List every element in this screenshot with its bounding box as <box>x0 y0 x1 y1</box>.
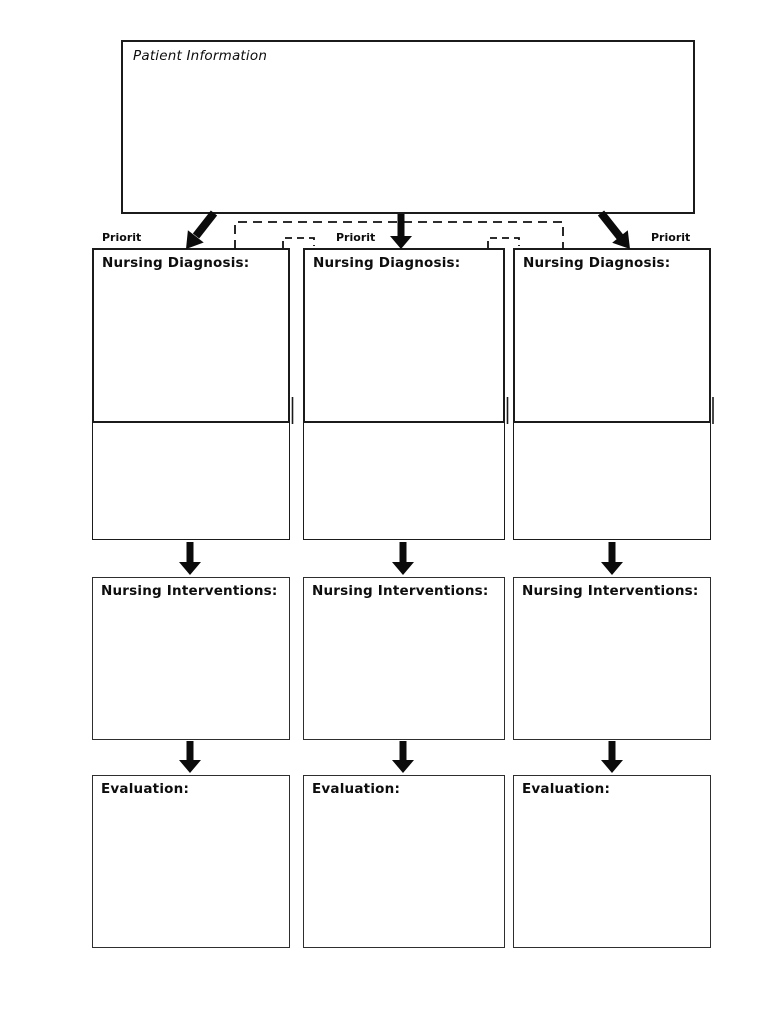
diagnosis-detail-box-1 <box>92 422 290 540</box>
nursing-interventions-label-1: Nursing Interventions: <box>101 583 278 599</box>
nursing-diagnosis-box-1: Nursing Diagnosis: <box>92 248 290 423</box>
arrow-patient-to-diagnosis-1 <box>186 210 218 249</box>
dashed-staple-1-icon <box>282 237 315 248</box>
arrow-interventions-to-evaluation-1 <box>179 741 201 773</box>
nursing-diagnosis-label-1: Nursing Diagnosis: <box>102 255 250 271</box>
evaluation-label-1: Evaluation: <box>101 781 190 797</box>
diagnosis-detail-box-3 <box>513 422 711 540</box>
nursing-diagnosis-box-3: Nursing Diagnosis: <box>513 248 711 423</box>
nursing-diagnosis-box-2: Nursing Diagnosis: <box>303 248 505 423</box>
nursing-interventions-box-3: Nursing Interventions: <box>513 577 711 740</box>
nursing-diagnosis-label-3: Nursing Diagnosis: <box>523 255 671 271</box>
patient-information-label: Patient Information <box>133 48 268 64</box>
dashed-connector-frame <box>234 221 564 249</box>
nursing-interventions-label-3: Nursing Interventions: <box>522 583 699 599</box>
evaluation-box-1: Evaluation: <box>92 775 290 948</box>
evaluation-label-3: Evaluation: <box>522 781 611 797</box>
diagnosis-detail-box-2 <box>303 422 505 540</box>
priority-label-1: Priorit <box>102 231 142 244</box>
patient-information-box: Patient Information <box>121 40 695 214</box>
priority-label-2: Priorit <box>336 231 376 244</box>
arrow-diagnosis-to-interventions-1 <box>179 542 201 575</box>
arrow-patient-to-diagnosis-2 <box>390 214 412 249</box>
arrow-diagnosis-to-interventions-2 <box>392 542 414 575</box>
dashed-staple-2-icon <box>487 237 520 248</box>
nursing-diagnosis-label-2: Nursing Diagnosis: <box>313 255 461 271</box>
nursing-interventions-box-2: Nursing Interventions: <box>303 577 505 740</box>
arrow-diagnosis-to-interventions-3 <box>601 542 623 575</box>
arrow-interventions-to-evaluation-3 <box>601 741 623 773</box>
nursing-interventions-box-1: Nursing Interventions: <box>92 577 290 740</box>
arrow-patient-to-diagnosis-3 <box>597 210 630 249</box>
evaluation-box-2: Evaluation: <box>303 775 505 948</box>
nursing-interventions-label-2: Nursing Interventions: <box>312 583 489 599</box>
priority-label-3: Priorit <box>651 231 691 244</box>
arrow-interventions-to-evaluation-2 <box>392 741 414 773</box>
evaluation-label-2: Evaluation: <box>312 781 401 797</box>
evaluation-box-3: Evaluation: <box>513 775 711 948</box>
